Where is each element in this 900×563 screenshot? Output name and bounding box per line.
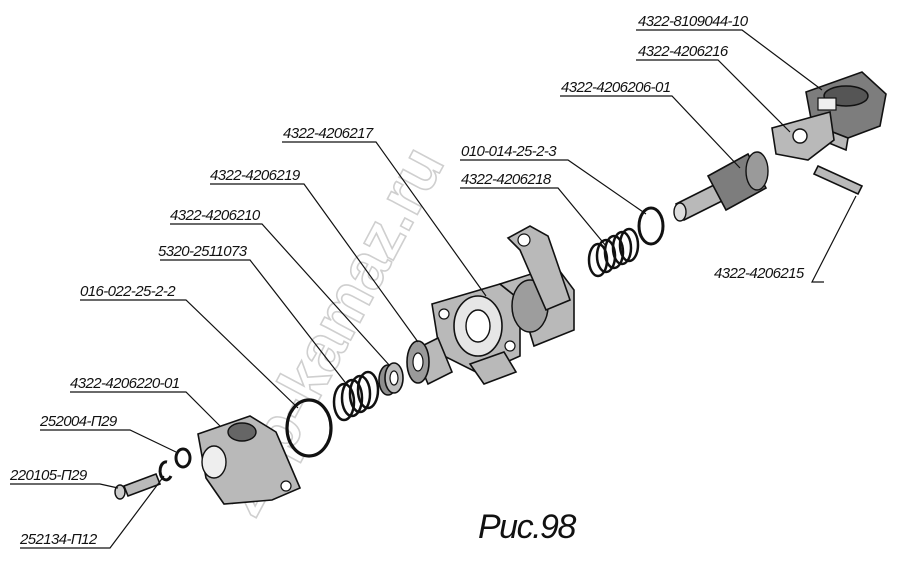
label-gear-small: 4322-4206210	[170, 207, 261, 224]
spring-upper	[587, 227, 640, 278]
gear-large	[406, 336, 454, 386]
label-pin: 4322-4206215	[714, 265, 805, 282]
end-cover	[197, 415, 302, 505]
pin	[812, 164, 864, 196]
o-ring-small	[637, 206, 665, 246]
leader-lines	[10, 29, 857, 549]
label-o-ring-small: 010-014-25-2-3	[461, 143, 557, 160]
bracket	[771, 110, 835, 161]
washer	[174, 447, 192, 469]
label-spring-upper: 4322-4206218	[461, 171, 552, 188]
gear-small	[378, 362, 404, 396]
label-bracket: 4322-4206216	[638, 43, 729, 60]
label-spring-lower: 5320-2511073	[158, 243, 248, 260]
figure-caption: Рис.98	[478, 508, 576, 546]
label-washer: 252004-П29	[39, 413, 118, 430]
splined-shaft	[673, 151, 769, 222]
o-ring-large	[285, 398, 333, 458]
label-end-cover: 4322-4206220-01	[70, 375, 180, 392]
spring-washer	[158, 460, 173, 482]
label-o-ring-large: 016-022-25-2-2	[80, 283, 176, 300]
spring-lower	[332, 370, 380, 422]
label-bolt: 220105-П29	[9, 467, 88, 484]
label-main-body: 4322-4206217	[283, 125, 374, 142]
label-housing-block: 4322-8109044-10	[638, 13, 749, 30]
label-splined-shaft: 4322-4206206-01	[561, 79, 671, 96]
bolt	[114, 472, 162, 500]
label-gear-large: 4322-4206219	[210, 167, 301, 184]
label-spring-washer: 252134-П12	[19, 531, 98, 548]
